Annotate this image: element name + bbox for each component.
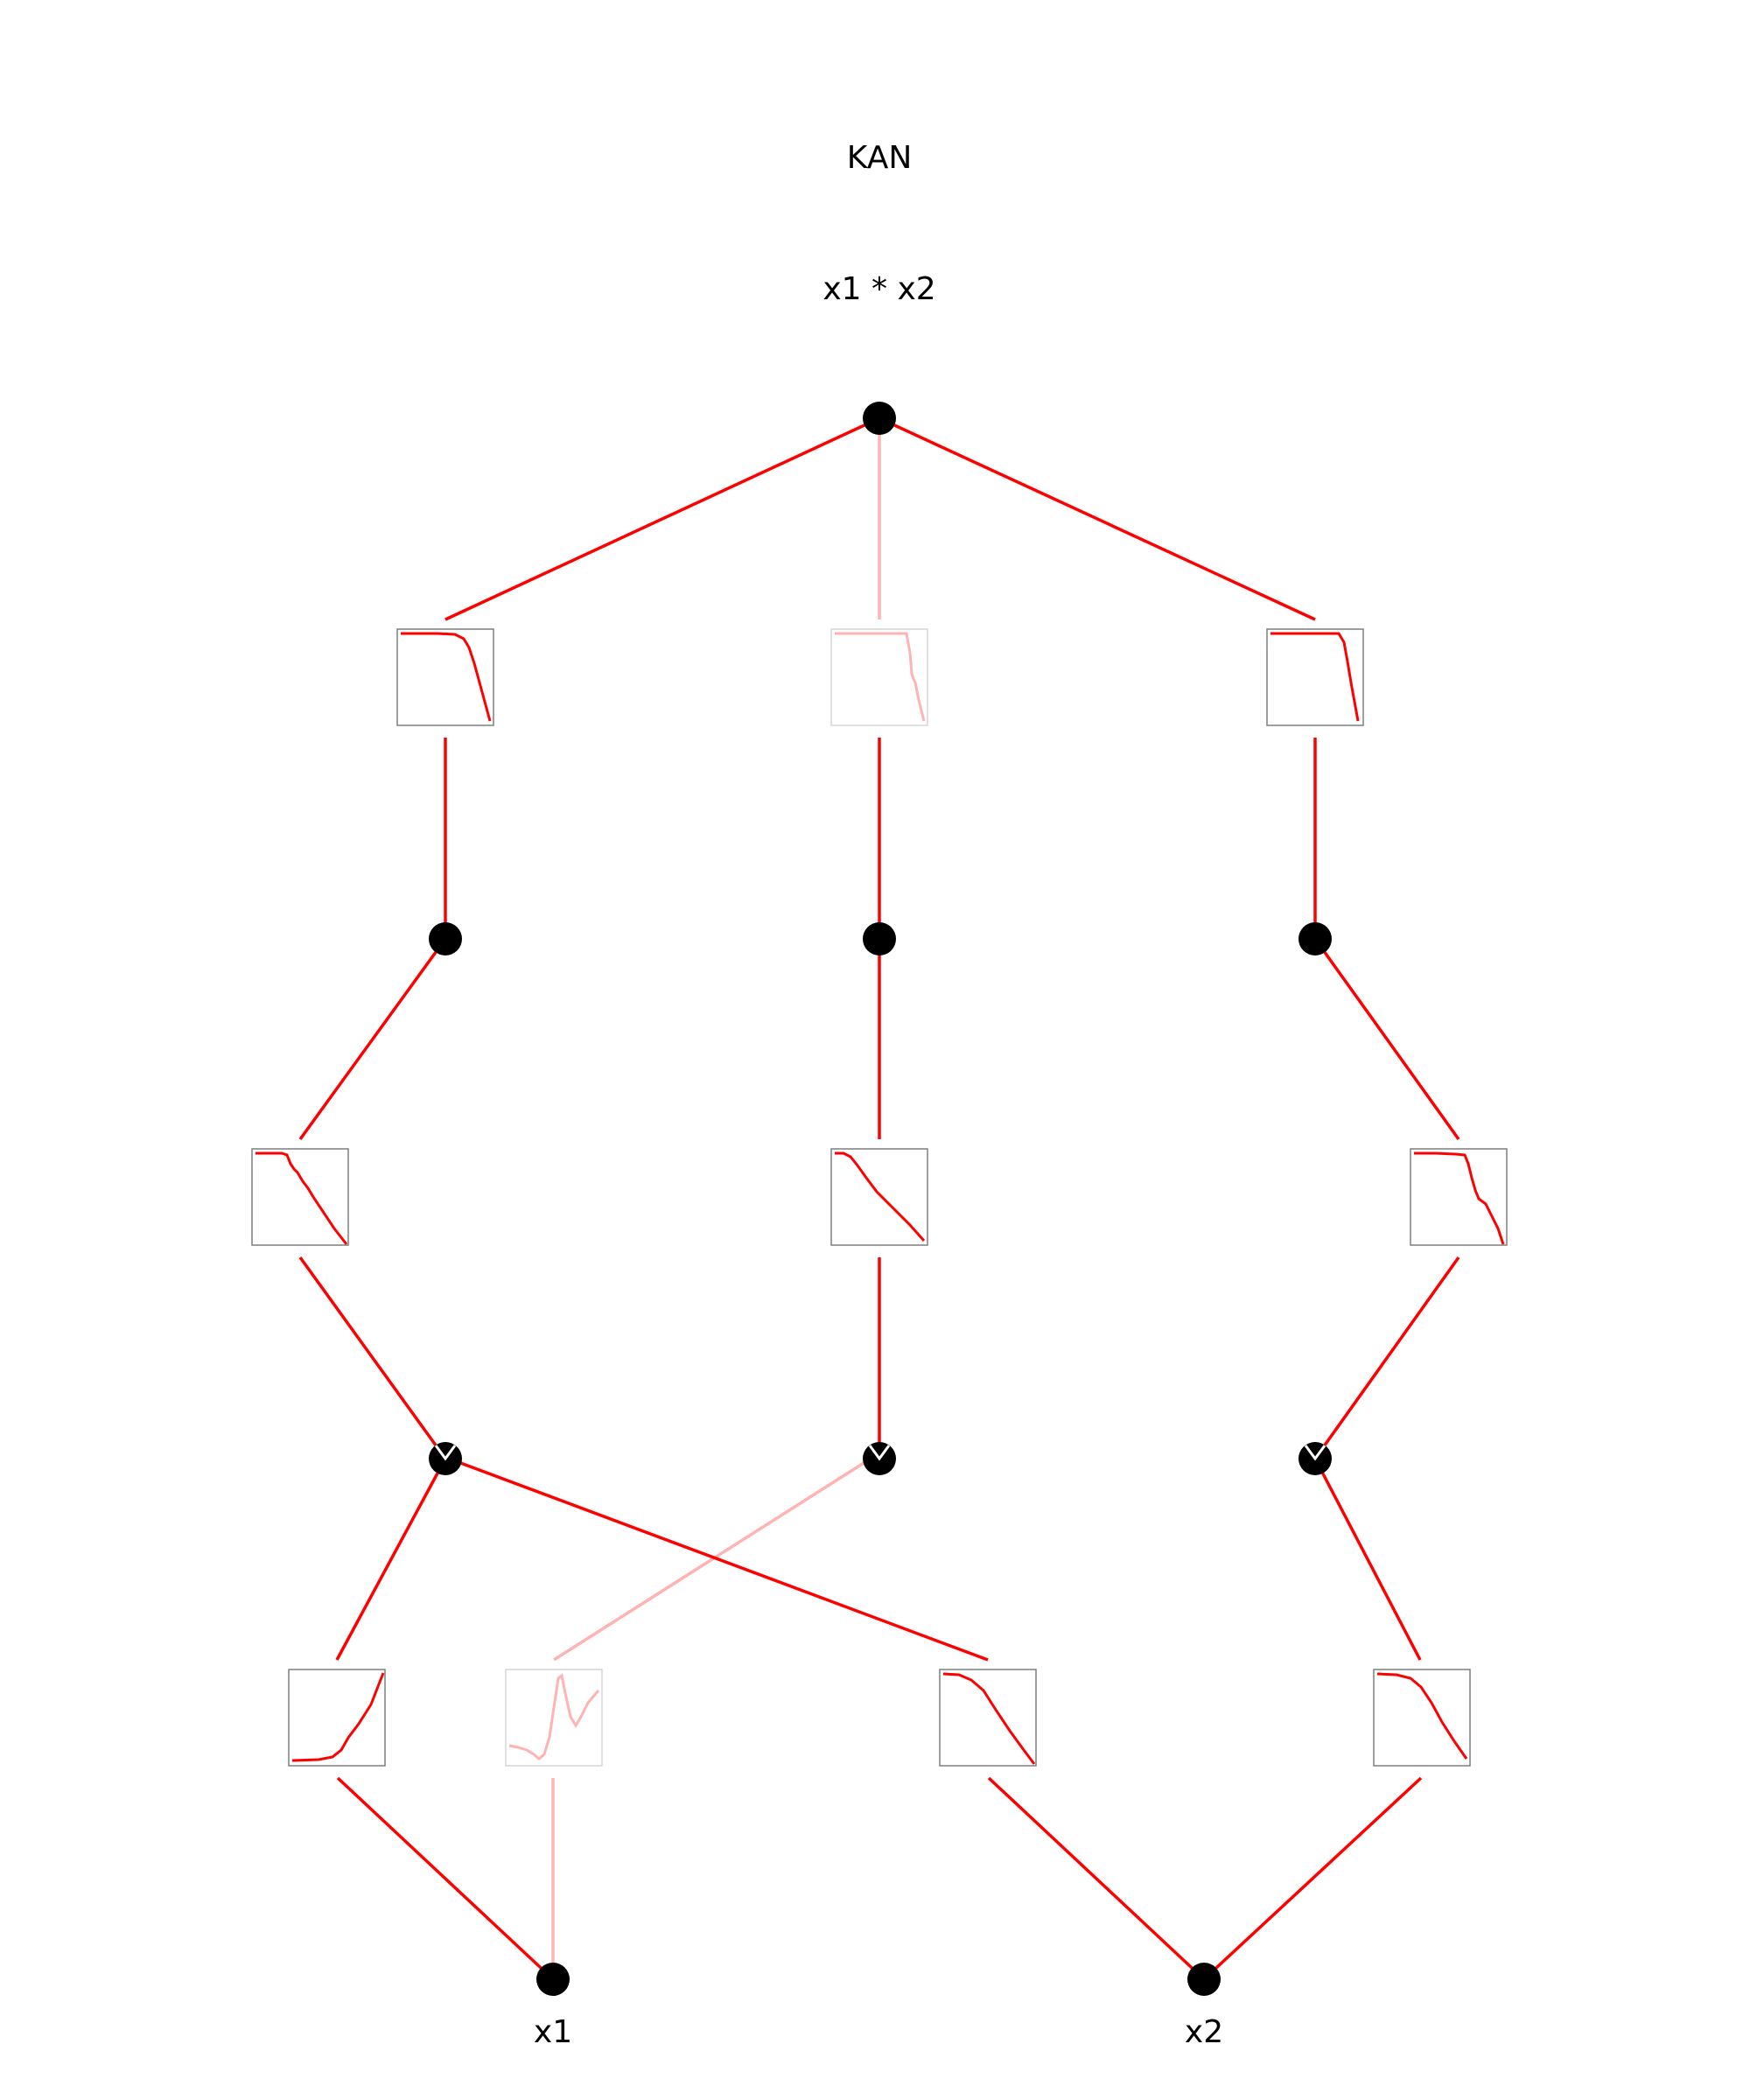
- input-label-x1: x1: [534, 2014, 572, 2050]
- edge-x1-to-h1-1: [288, 1458, 555, 1981]
- plateau-drop-curve-icon: [401, 632, 492, 722]
- activation-function-box[interactable]: [1410, 1148, 1508, 1246]
- node-notch-mark: [434, 1445, 457, 1461]
- hidden-2-node-2[interactable]: [863, 922, 896, 956]
- plateau-drop-curve-icon: [835, 632, 926, 722]
- edge-x1-to-h1-2: [505, 1461, 864, 1979]
- input-label-x2: x2: [1185, 2014, 1223, 2050]
- edge-x2-to-h1-3: [1202, 1458, 1471, 1981]
- input-node-x1[interactable]: [536, 1963, 570, 1996]
- node-notch-mark: [1304, 1445, 1326, 1461]
- hidden-2-node-3[interactable]: [1298, 922, 1332, 956]
- wavelet-curve-icon: [508, 1673, 600, 1760]
- activation-function-box[interactable]: [251, 1148, 349, 1246]
- smooth-decrease-curve-icon: [1376, 1672, 1468, 1760]
- plateau-drop-curve-icon: [1414, 1152, 1505, 1245]
- hidden-2-node-1[interactable]: [429, 922, 462, 956]
- edge-h1-2-to-h2-2: [830, 939, 928, 1459]
- plateau-drop-curve-icon: [1270, 632, 1360, 722]
- node-notch-mark: [868, 1445, 891, 1461]
- activation-function-box[interactable]: [939, 1669, 1037, 1767]
- activation-function-box[interactable]: [1373, 1669, 1471, 1767]
- output-node[interactable]: [863, 402, 896, 435]
- edge-h2-1-to-output: [396, 416, 880, 939]
- activation-function-box[interactable]: [288, 1669, 386, 1767]
- linear-decrease-curve-icon: [835, 1152, 926, 1242]
- activation-function-box[interactable]: [505, 1669, 603, 1767]
- activation-function-box[interactable]: [830, 1148, 928, 1246]
- input-node-x2[interactable]: [1187, 1963, 1221, 1996]
- diagram-title: KAN: [847, 140, 913, 176]
- formula-label: x1 * x2: [822, 271, 935, 307]
- activation-function-box[interactable]: [830, 628, 928, 726]
- activation-function-box[interactable]: [1266, 628, 1364, 726]
- edge-h1-3-to-h2-3: [1313, 937, 1508, 1460]
- step-linear-decrease-curve-icon: [256, 1152, 348, 1245]
- edge-h2-2-to-output: [830, 418, 928, 939]
- edge-h1-1-to-h2-1: [251, 937, 447, 1460]
- sigmoid-rise-curve-icon: [291, 1672, 385, 1762]
- edge-h2-3-to-output: [878, 416, 1364, 939]
- smooth-decrease-curve-icon: [942, 1672, 1036, 1765]
- edge-x2-to-h1-1: [448, 1457, 1206, 1981]
